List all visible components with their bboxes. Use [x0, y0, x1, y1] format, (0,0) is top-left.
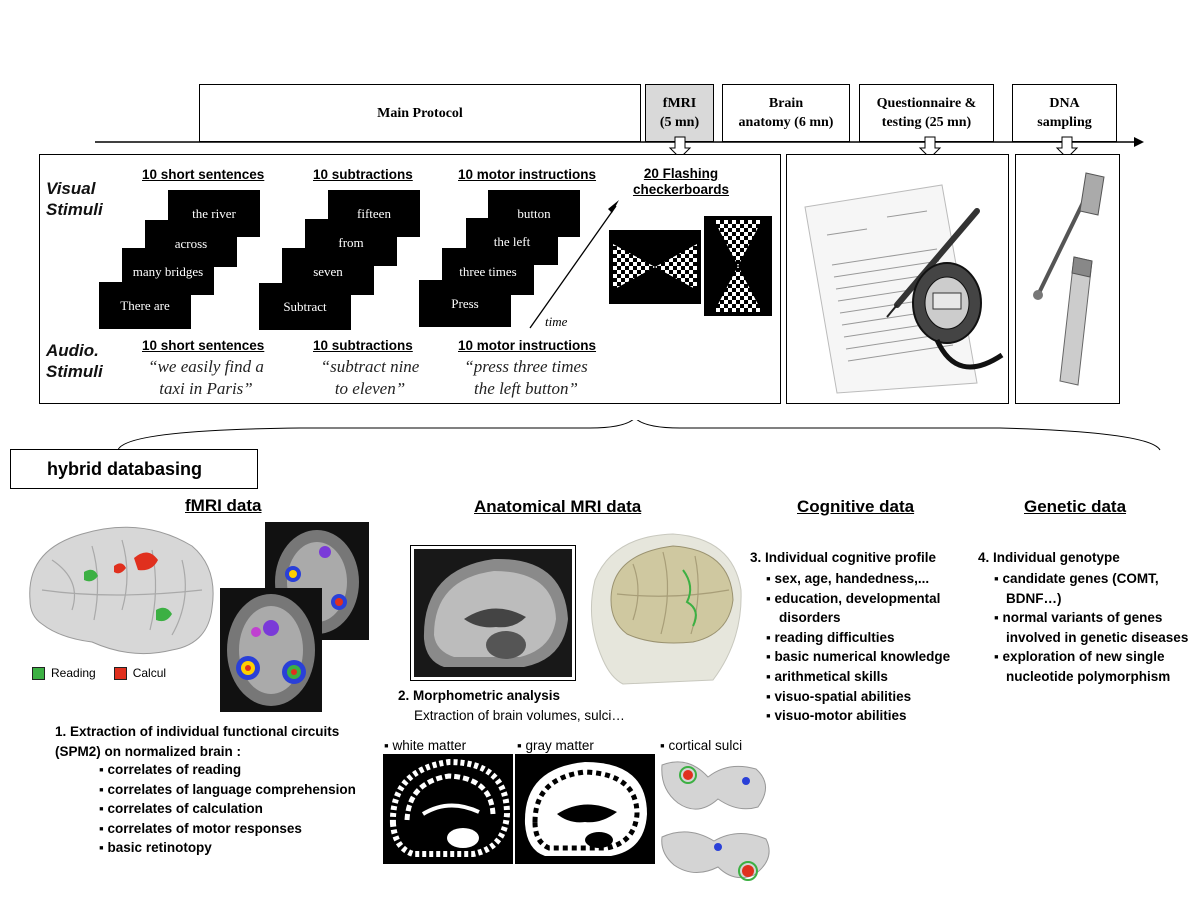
fmri-items: ▪ correlates of reading ▪ correlates of …	[99, 760, 356, 858]
dna-panel	[1015, 154, 1120, 404]
gen-item-3b: nucleotide polymorphism	[1006, 668, 1171, 684]
timeline-arrow	[95, 137, 1144, 147]
brain-anatomy-label: Brain	[768, 96, 804, 111]
group2-card-4: Subtract	[259, 283, 351, 330]
calcul-legend-swatch-icon	[113, 666, 127, 680]
cortical-sulci-image	[661, 761, 770, 881]
questionnaire-image	[804, 184, 1004, 394]
reading-legend-label: Reading	[51, 666, 96, 680]
hybrid-databasing-label: hybrid databasing	[47, 458, 203, 479]
dna-label: DNA	[1049, 96, 1080, 111]
dna-swab-image	[1033, 172, 1105, 386]
main-protocol-label: Main Protocol	[377, 105, 463, 121]
questionnaire-box: Questionnaire & testing (25 mn)	[859, 84, 994, 142]
questionnaire-down-arrow-icon	[918, 136, 942, 159]
questionnaire-label: Questionnaire &	[876, 96, 977, 111]
questionnaire-duration: testing (25 mn)	[881, 115, 972, 130]
cog-items: ▪ sex, age, handedness,... ▪ education, …	[766, 569, 950, 726]
group2-visual-heading: 10 subtractions	[313, 167, 413, 182]
fmri-heading: 1. Extraction of individual functional c…	[55, 724, 340, 759]
cog-item-7: ▪ visuo-motor abilities	[766, 708, 907, 724]
audio-stimuli-label: Audio.Stimuli	[46, 341, 103, 381]
fmri-box: fMRI (5 mn)	[645, 84, 714, 142]
fmri-item-5: ▪ basic retinotopy	[99, 840, 212, 856]
group1-visual-heading: 10 short sentences	[142, 167, 265, 182]
cog-heading: 3. Individual cognitive profile	[750, 550, 937, 565]
group1-audio-heading: 10 short sentences	[142, 338, 265, 353]
cog-item-1: ▪ sex, age, handedness,...	[766, 571, 930, 586]
reading-legend-swatch-icon	[32, 666, 45, 680]
group1-card-4: There are	[99, 282, 191, 329]
anat-data-title: Anatomical MRI data	[474, 497, 642, 516]
cog-item-5: ▪ arithmetical skills	[766, 668, 888, 684]
fmri-item-2: ▪ correlates of language comprehension	[99, 781, 356, 797]
group1-card-3: many bridges	[122, 248, 214, 295]
brain-anatomy-box: Brain anatomy (6 mn)	[722, 84, 850, 142]
cog-item-4: ▪ basic numerical knowledge	[766, 649, 951, 665]
anat-sub: Extraction of brain volumes, sulci…	[414, 708, 625, 723]
dna-down-arrow-icon	[1055, 136, 1079, 159]
group3-card-4: Press	[419, 280, 511, 327]
group2-audio-heading: 10 subtractions	[313, 338, 413, 353]
fmri-duration: (5 mn)	[659, 115, 700, 130]
gen-item-2: ▪ normal variants of genes	[994, 610, 1163, 626]
time-arrow-icon	[529, 200, 619, 329]
gen-items: ▪ candidate genes (COMT, BDNF…) ▪ normal…	[994, 569, 1188, 687]
white-matter-label: ▪ white matter	[384, 738, 467, 753]
main-protocol-box: Main Protocol	[199, 84, 641, 142]
checkerboard-horizontal	[609, 230, 701, 304]
questionnaire-panel	[786, 154, 1009, 404]
time-label: time	[545, 314, 568, 329]
fmri-item-1: ▪ correlates of reading	[99, 762, 242, 777]
dna-duration: sampling	[1037, 115, 1092, 130]
gen-item-2b: involved in genetic diseases	[1006, 629, 1189, 645]
cog-data-title: Cognitive data	[797, 497, 915, 516]
sagittal-mri-frame	[410, 545, 576, 681]
hybrid-databasing-box: hybrid databasing	[10, 449, 258, 489]
anat-heading: 2. Morphometric analysis	[398, 688, 561, 703]
white-matter-image	[383, 754, 513, 864]
gen-heading: 4. Individual genotype	[978, 550, 1120, 565]
sagittal-mri-image	[414, 549, 572, 677]
gen-item-1: ▪ candidate genes (COMT,	[994, 571, 1159, 586]
cog-item-3: ▪ reading difficulties	[766, 629, 895, 645]
hybrid-brace	[117, 420, 1161, 451]
head-3d-image	[590, 533, 742, 685]
dna-box: DNA sampling	[1012, 84, 1117, 142]
group3-audio-heading: 10 motor instructions	[458, 338, 597, 353]
gen-data-title: Genetic data	[1024, 497, 1127, 516]
cog-item-2b: disorders	[779, 610, 841, 626]
checkerboard-vertical	[704, 216, 772, 316]
brain-surface-image	[29, 526, 214, 655]
fmri-axial-slice-front	[220, 588, 322, 712]
fmri-item-4: ▪ correlates of motor responses	[99, 820, 302, 836]
gen-item-3: ▪ exploration of new single	[994, 649, 1165, 665]
fmri-legend: Reading Calcul	[32, 666, 166, 680]
cog-item-6: ▪ visuo-spatial abilities	[766, 688, 912, 704]
cog-item-2: ▪ education, developmental	[766, 590, 941, 606]
gray-matter-label: ▪ gray matter	[517, 738, 594, 753]
brain-anatomy-duration: anatomy (6 mn)	[738, 115, 834, 130]
fmri-label: fMRI	[662, 96, 697, 111]
fmri-data-title: fMRI data	[185, 496, 262, 515]
cortical-sulci-label: ▪ cortical sulci	[660, 738, 743, 753]
down-arrows	[668, 136, 1079, 159]
fmri-down-arrow-icon	[668, 136, 692, 159]
group3-visual-heading: 10 motor instructions	[458, 167, 597, 182]
gray-matter-image	[515, 754, 655, 864]
fmri-item-3: ▪ correlates of calculation	[99, 801, 263, 817]
calcul-legend-label: Calcul	[132, 666, 167, 680]
gen-item-1b: BDNF…)	[1006, 590, 1062, 606]
